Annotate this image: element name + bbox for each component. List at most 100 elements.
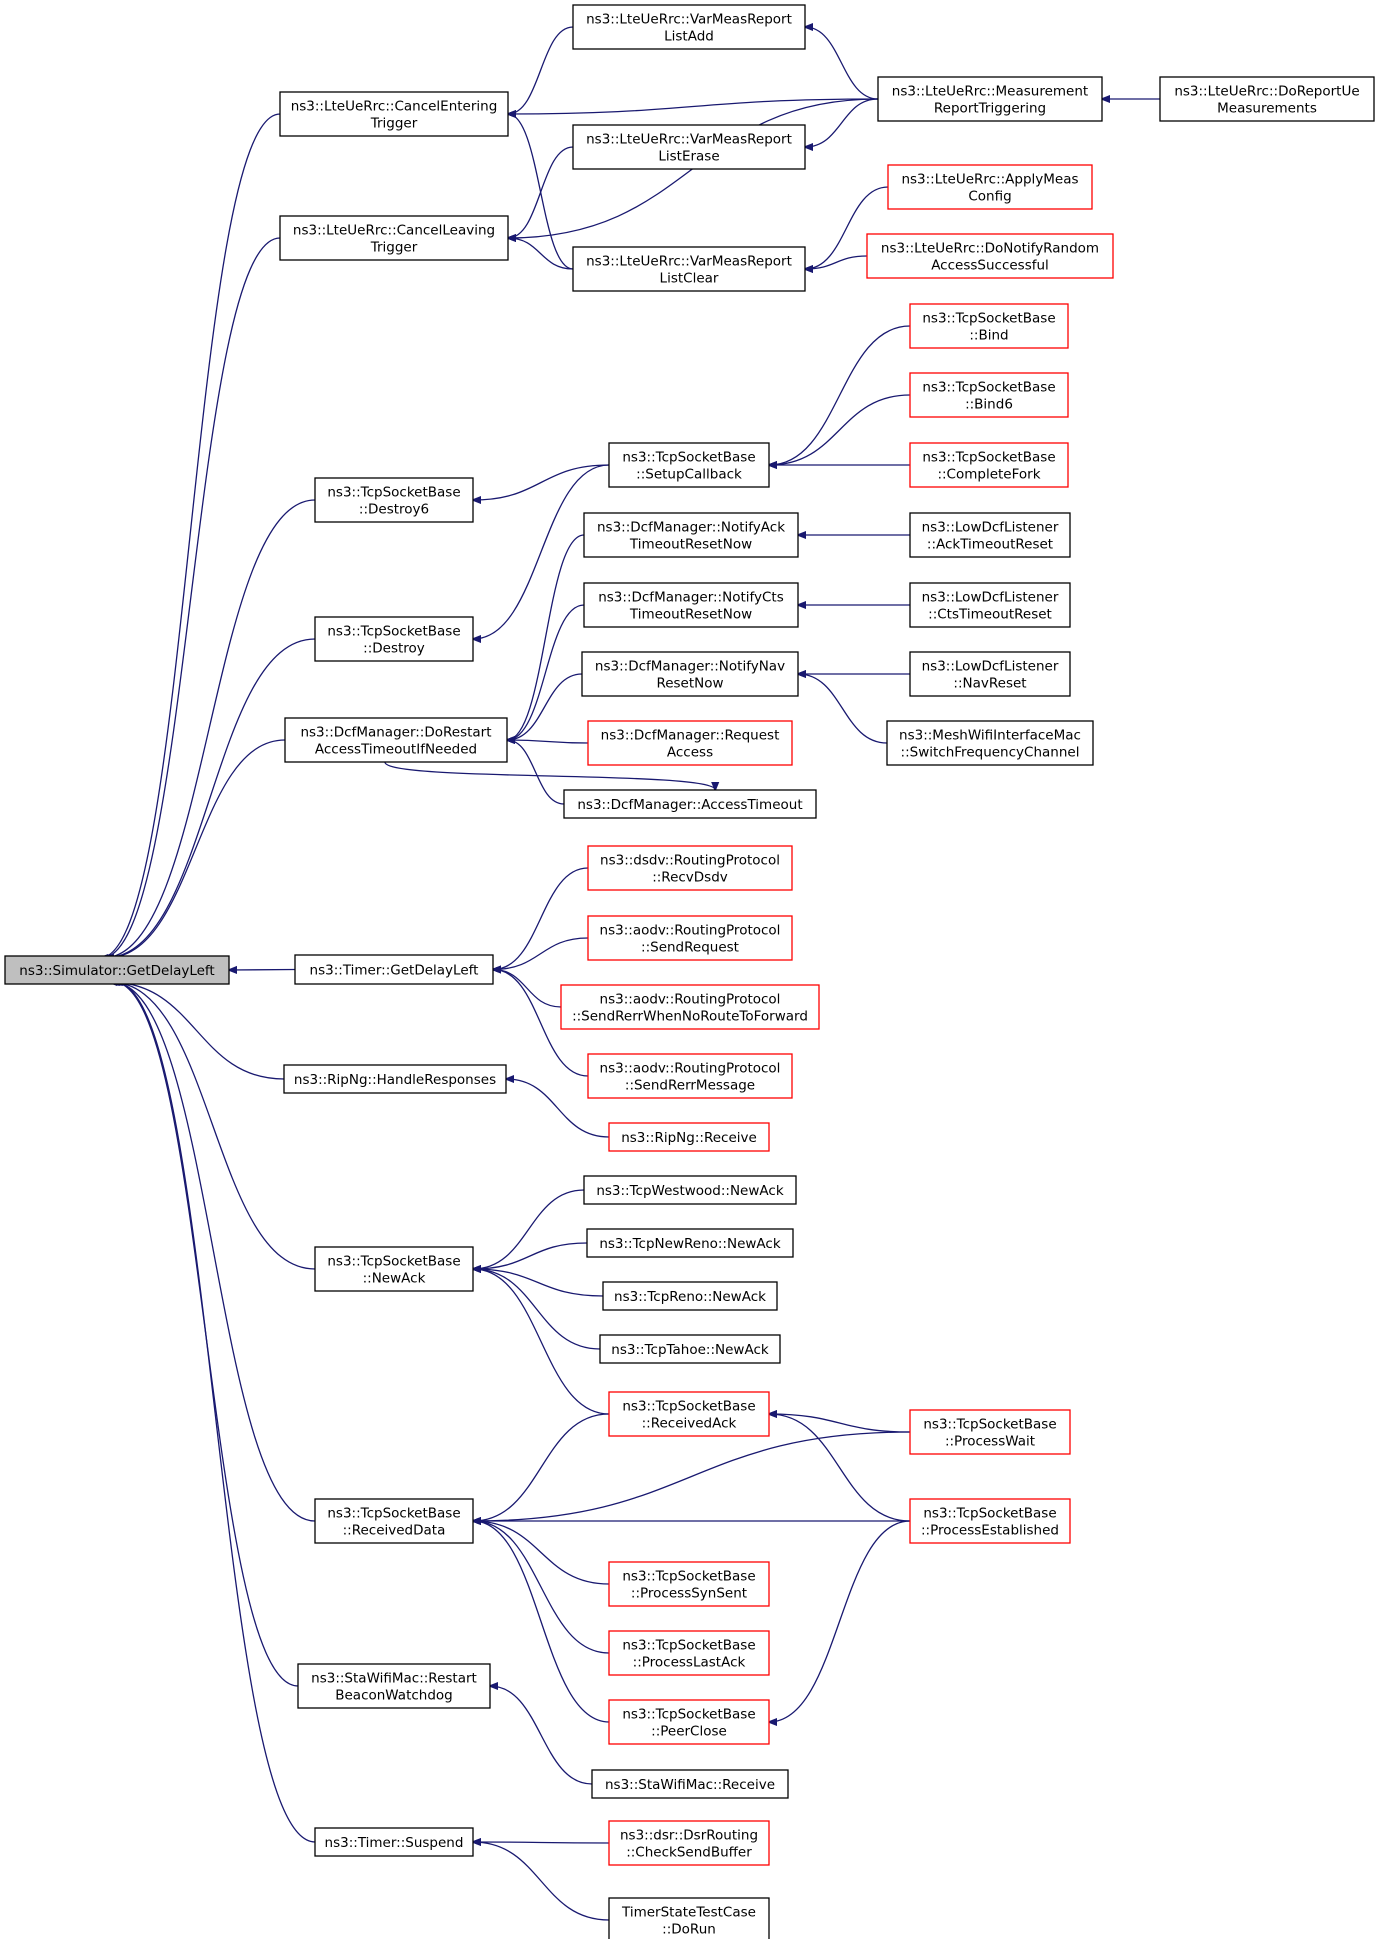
node-label: ns3::Simulator::GetDelayLeft	[19, 963, 214, 979]
node-meas-trig[interactable]: ns3::LteUeRrc::MeasurementReportTriggeri…	[877, 76, 1103, 122]
node-send-request[interactable]: ns3::aodv::RoutingProtocol::SendRequest	[587, 915, 793, 961]
call-edge	[473, 464, 610, 500]
node-label: ns3::TcpSocketBase	[327, 1254, 460, 1270]
node-received-data[interactable]: ns3::TcpSocketBase::ReceivedData	[314, 1498, 474, 1544]
node-box	[587, 915, 793, 961]
call-edge	[506, 1079, 610, 1138]
node-label: TimeoutResetNow	[629, 537, 752, 553]
call-edge	[507, 534, 585, 740]
node-ack-timeout-reset[interactable]: ns3::LowDcfListener::AckTimeoutReset	[909, 512, 1071, 558]
node-box	[294, 954, 494, 985]
node-box	[572, 124, 806, 170]
call-edge	[508, 26, 574, 114]
node-box	[608, 1699, 770, 1745]
node-label: ns3::aodv::RoutingProtocol	[600, 992, 781, 1008]
node-peer-close[interactable]: ns3::TcpSocketBase::PeerClose	[608, 1699, 770, 1745]
call-edge	[105, 638, 316, 958]
call-edge	[769, 325, 911, 465]
node-nav-reset[interactable]: ns3::LowDcfListener::NavReset	[909, 651, 1071, 697]
node-bind6[interactable]: ns3::TcpSocketBase::Bind6	[909, 372, 1069, 418]
node-rip-receive[interactable]: ns3::RipNg::Receive	[608, 1122, 770, 1152]
call-edge	[473, 1269, 604, 1297]
node-label: ns3::LteUeRrc::Measurement	[892, 84, 1088, 100]
call-edge	[111, 982, 316, 1270]
call-edge	[115, 982, 316, 1843]
node-label: ns3::LteUeRrc::DoNotifyRandom	[881, 241, 1099, 257]
node-received-ack[interactable]: ns3::TcpSocketBase::ReceivedAck	[608, 1391, 770, 1437]
node-process-last-ack[interactable]: ns3::TcpSocketBase::ProcessLastAck	[608, 1630, 770, 1676]
node-label: BeaconWatchdog	[335, 1688, 453, 1704]
call-edge	[103, 499, 316, 958]
node-recv-dsdv[interactable]: ns3::dsdv::RoutingProtocol::RecvDsdv	[587, 845, 793, 891]
node-label: ns3::TcpSocketBase	[922, 450, 1055, 466]
node-label: ns3::StaWifiMac::Receive	[605, 1777, 775, 1793]
node-access-timeout[interactable]: ns3::DcfManager::AccessTimeout	[563, 789, 817, 819]
call-edge	[798, 674, 888, 744]
node-sta-receive[interactable]: ns3::StaWifiMac::Receive	[591, 1769, 789, 1799]
node-process-est[interactable]: ns3::TcpSocketBase::ProcessEstablished	[909, 1498, 1071, 1544]
node-new-reno[interactable]: ns3::TcpNewReno::NewAck	[586, 1228, 794, 1258]
node-destroy[interactable]: ns3::TcpSocketBase::Destroy	[314, 616, 474, 662]
node-new-ack[interactable]: ns3::TcpSocketBase::NewAck	[314, 1246, 474, 1292]
node-box	[909, 1498, 1071, 1544]
node-label: ::NavReset	[953, 676, 1026, 692]
node-reno[interactable]: ns3::TcpReno::NewAck	[602, 1281, 778, 1311]
node-label: ns3::TcpSocketBase	[622, 1707, 755, 1723]
node-tahoe[interactable]: ns3::TcpTahoe::NewAck	[599, 1334, 781, 1364]
node-send-rerr-no-route[interactable]: ns3::aodv::RoutingProtocol::SendRerrWhen…	[560, 984, 820, 1030]
node-label: ns3::TcpSocketBase	[622, 1638, 755, 1654]
node-timer-suspend[interactable]: ns3::Timer::Suspend	[314, 1827, 474, 1857]
node-box	[279, 215, 509, 261]
node-switch-freq[interactable]: ns3::MeshWifiInterfaceMac::SwitchFrequen…	[886, 720, 1094, 766]
node-box	[279, 91, 509, 137]
node-notify-cts[interactable]: ns3::DcfManager::NotifyCtsTimeoutResetNo…	[583, 582, 799, 628]
node-label: ns3::StaWifiMac::Restart	[311, 1671, 477, 1687]
node-label: ::SwitchFrequencyChannel	[901, 745, 1080, 761]
node-do-run[interactable]: TimerStateTestCase::DoRun	[608, 1897, 770, 1939]
call-edge	[769, 1414, 911, 1433]
node-bind[interactable]: ns3::TcpSocketBase::Bind	[909, 303, 1069, 349]
call-edge	[493, 937, 589, 970]
node-label: ns3::TcpReno::NewAck	[614, 1289, 766, 1305]
node-check-send-buffer[interactable]: ns3::dsr::DsrRouting::CheckSendBuffer	[608, 1820, 770, 1866]
node-complete-fork[interactable]: ns3::TcpSocketBase::CompleteFork	[909, 442, 1069, 488]
call-edge	[473, 1189, 585, 1269]
node-label: TimerStateTestCase	[621, 1905, 756, 1921]
node-label: ::NewAck	[363, 1271, 426, 1287]
node-westwood[interactable]: ns3::TcpWestwood::NewAck	[583, 1175, 797, 1205]
node-do-notify-random[interactable]: ns3::LteUeRrc::DoNotifyRandomAccessSucce…	[866, 233, 1114, 279]
call-edge	[384, 761, 715, 790]
node-setup-callback[interactable]: ns3::TcpSocketBase::SetupCallback	[608, 442, 770, 488]
node-do-restart[interactable]: ns3::DcfManager::DoRestartAccessTimeoutI…	[284, 717, 508, 763]
node-notify-ack[interactable]: ns3::DcfManager::NotifyAckTimeoutResetNo…	[583, 512, 799, 558]
call-edge	[473, 1269, 601, 1350]
node-timer-get-delay[interactable]: ns3::Timer::GetDelayLeft	[294, 954, 494, 985]
node-process-wait[interactable]: ns3::TcpSocketBase::ProcessWait	[909, 1409, 1071, 1455]
node-send-rerr-msg[interactable]: ns3::aodv::RoutingProtocol::SendRerrMess…	[587, 1053, 793, 1099]
call-edge	[507, 673, 583, 740]
node-label: ::CtsTimeoutReset	[928, 607, 1052, 623]
node-destroy6[interactable]: ns3::TcpSocketBase::Destroy6	[314, 477, 474, 523]
node-layer: ns3::Simulator::GetDelayLeft ns3::LteUeRr…	[4, 4, 1375, 1939]
node-label: ns3::LteUeRrc::VarMeasReport	[586, 132, 792, 148]
node-process-syn-sent[interactable]: ns3::TcpSocketBase::ProcessSynSent	[608, 1561, 770, 1607]
node-label: ::SendRerrWhenNoRouteToForward	[572, 1009, 808, 1025]
node-box	[886, 720, 1094, 766]
node-box	[608, 1630, 770, 1676]
call-edge	[473, 1842, 610, 1843]
node-cts-timeout-reset[interactable]: ns3::LowDcfListener::CtsTimeoutReset	[909, 582, 1071, 628]
node-label: ns3::LowDcfListener	[922, 590, 1059, 606]
node-box	[599, 1334, 781, 1364]
node-rip-handle[interactable]: ns3::RipNg::HandleResponses	[283, 1064, 507, 1094]
node-label: ns3::RipNg::Receive	[621, 1130, 757, 1146]
